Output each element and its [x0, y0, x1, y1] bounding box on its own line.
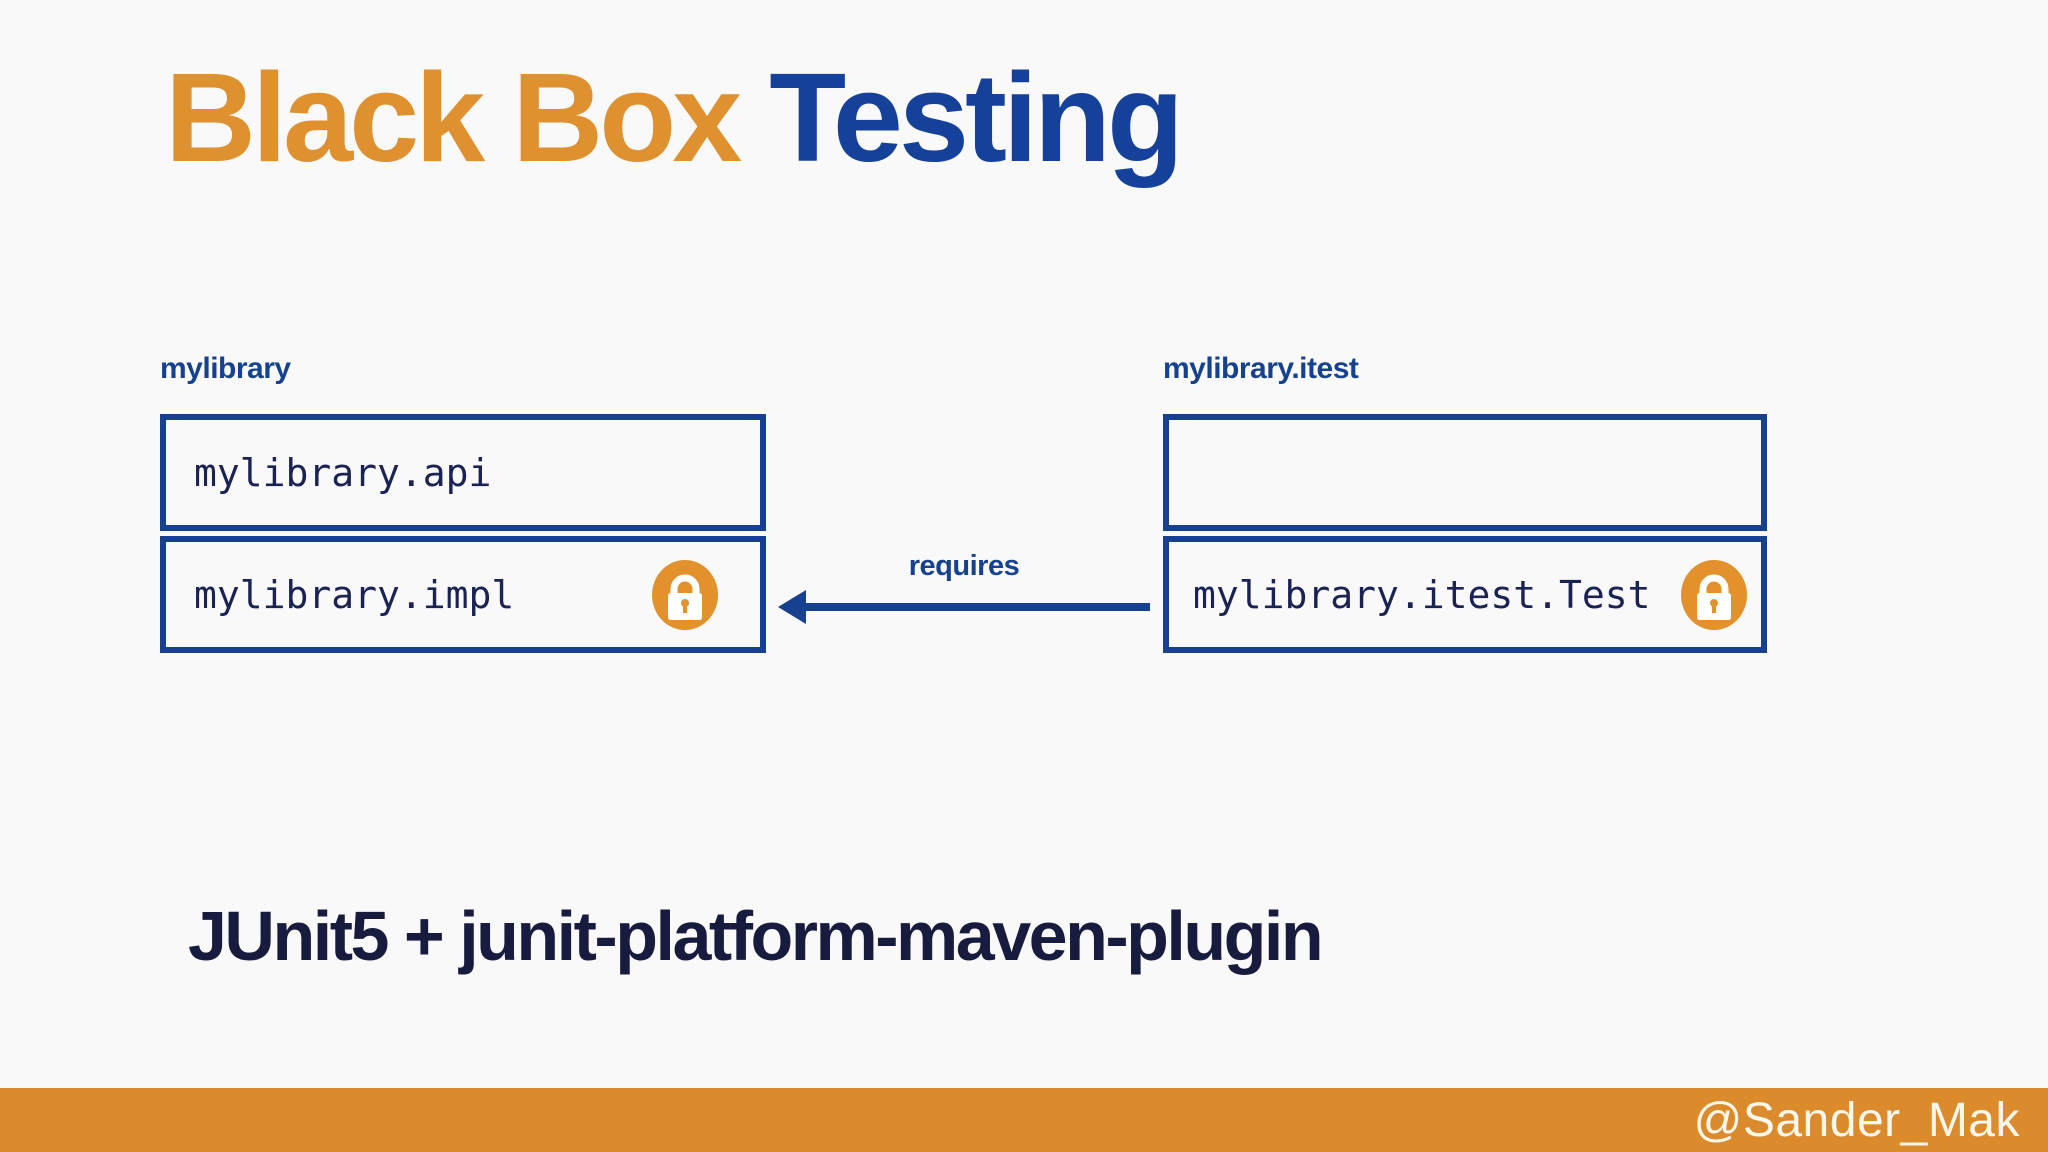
module-mylibrary-itest: mylibrary.itest mylibrary.itest.Test	[1163, 352, 1767, 653]
module-mylibrary-itest-box: mylibrary.itest.Test	[1163, 414, 1767, 653]
lock-icon	[652, 559, 718, 630]
arrow-line	[800, 603, 1150, 611]
lock-icon	[1681, 559, 1747, 630]
module-row-text: mylibrary.impl	[194, 572, 515, 617]
footer-bar: @Sander_Mak	[0, 1088, 2048, 1152]
module-mylibrary: mylibrary mylibrary.api mylibrary.impl	[160, 352, 766, 653]
module-row-text: mylibrary.itest.Test	[1193, 572, 1651, 617]
requires-label: requires	[908, 550, 1020, 582]
title-accent-text: Black Box	[165, 47, 770, 188]
left-arrow	[778, 590, 1150, 624]
requires-dependency: requires	[778, 550, 1150, 624]
module-row-empty	[1163, 414, 1767, 531]
module-row-mylibrary-api: mylibrary.api	[160, 414, 766, 531]
author-handle: @Sander_Mak	[1693, 1093, 2020, 1147]
module-mylibrary-label: mylibrary	[160, 352, 291, 385]
module-row-text: mylibrary.api	[194, 450, 492, 495]
subtitle: JUnit5 + junit-platform-maven-plugin	[188, 897, 1324, 975]
page-title: Black Box Testing	[165, 42, 1184, 193]
module-mylibrary-box: mylibrary.api mylibrary.impl	[160, 414, 766, 653]
title-rest-text: Testing	[769, 47, 1184, 188]
module-row-itest-test: mylibrary.itest.Test	[1163, 536, 1767, 653]
module-mylibrary-itest-label: mylibrary.itest	[1163, 352, 1359, 385]
module-row-mylibrary-impl: mylibrary.impl	[160, 536, 766, 653]
